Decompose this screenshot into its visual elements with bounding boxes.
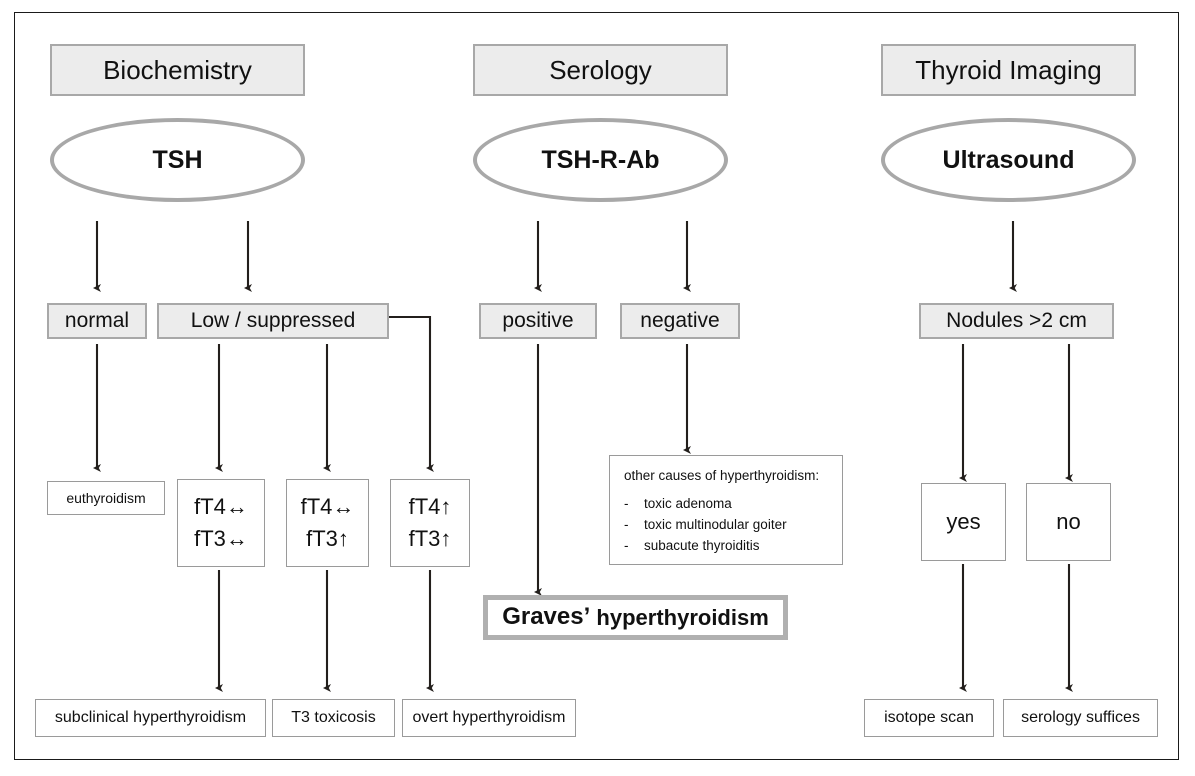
other-causes-list: - toxic adenoma - toxic multinodular goi… (624, 494, 828, 557)
bullet-dash: - (624, 516, 629, 532)
list-item-label: toxic multinodular goiter (644, 516, 787, 532)
box-answer-no: no (1026, 483, 1111, 561)
chip-positive: positive (479, 303, 597, 339)
outcome-serology-suffices: serology suffices (1003, 699, 1158, 737)
outcome-subclinical-hyperthyroidism: subclinical hyperthyroidism (35, 699, 266, 737)
graves-rest: hyperthyroidism (596, 604, 769, 630)
box-other-causes: other causes of hyperthyroidism: - toxic… (609, 455, 843, 565)
box-answer-yes: yes (921, 483, 1006, 561)
list-item-label: subacute thyroiditis (644, 537, 760, 553)
chip-normal: normal (47, 303, 147, 339)
box-ft4-high-ft3-high: fT4↑ fT3↑ (390, 479, 470, 567)
header-thyroid-imaging: Thyroid Imaging (881, 44, 1136, 96)
ft3-value: fT3↑ (306, 526, 349, 551)
ellipse-ultrasound-label: Ultrasound (942, 145, 1075, 174)
ellipse-tsh-r-ab-label: TSH-R-Ab (541, 145, 660, 174)
chip-negative: negative (620, 303, 740, 339)
box-euthyroidism: euthyroidism (47, 481, 165, 515)
ft4-value: fT4↔ (194, 494, 248, 520)
ellipse-tsh: TSH (50, 118, 305, 202)
ellipse-ultrasound: Ultrasound (881, 118, 1136, 202)
outcome-overt-hyperthyroidism: overt hyperthyroidism (402, 699, 576, 737)
list-item: - toxic multinodular goiter (624, 515, 828, 536)
ft3-value: fT3↔ (194, 526, 248, 551)
box-ft4-normal-ft3-high: fT4↔ fT3↑ (286, 479, 369, 567)
ellipse-tsh-r-ab: TSH-R-Ab (473, 118, 728, 202)
header-serology: Serology (473, 44, 728, 96)
bullet-dash: - (624, 537, 629, 553)
graves-lead: Graves’ (502, 603, 591, 631)
outcome-t3-toxicosis: T3 toxicosis (272, 699, 395, 737)
ft4-value: fT4↑ (408, 494, 452, 520)
ft4-value: fT4↔ (300, 494, 355, 520)
chip-nodules-over-2cm: Nodules >2 cm (919, 303, 1114, 339)
header-biochemistry: Biochemistry (50, 44, 305, 96)
chip-low-suppressed: Low / suppressed (157, 303, 389, 339)
list-item-label: toxic adenoma (644, 496, 732, 511)
ellipse-tsh-label: TSH (152, 145, 203, 174)
box-ft4-ft3-normal: fT4↔ fT3↔ (177, 479, 265, 567)
outcome-graves-hyperthyroidism: Graves’ hyperthyroidism (483, 595, 788, 640)
other-causes-title: other causes of hyperthyroidism: (624, 468, 820, 483)
outcome-isotope-scan: isotope scan (864, 699, 994, 737)
list-item: - toxic adenoma (624, 494, 828, 515)
ft3-value: fT3↑ (408, 526, 452, 551)
bullet-dash: - (624, 496, 629, 511)
list-item: - subacute thyroiditis (624, 536, 828, 557)
